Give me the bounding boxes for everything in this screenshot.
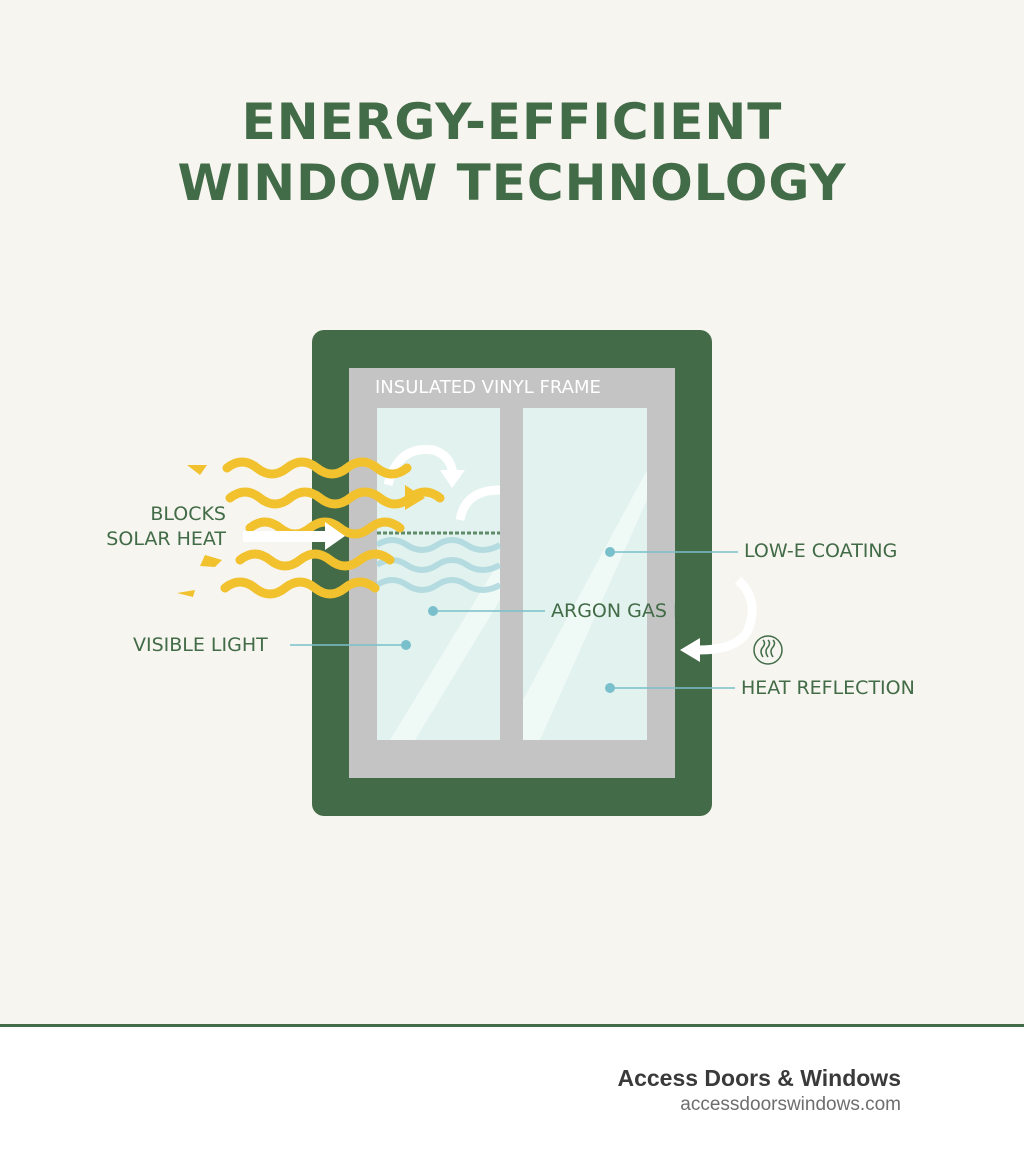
brand-name: Access Doors & Windows [617,1065,901,1091]
footer [0,1024,1024,1157]
label-heat-reflection: HEAT REFLECTION [741,677,915,699]
label-solar-line-2: SOLAR HEAT [106,528,226,550]
circulation-arrows [383,444,501,522]
label-low-e-coating: LOW-E COATING [744,540,898,562]
frame-label: INSULATED VINYL FRAME [375,377,601,398]
circulation-arrowhead [440,470,465,488]
heat-particles [177,465,222,597]
solar-arrow [243,522,345,550]
brand-url[interactable]: accessdoorswindows.com [680,1094,901,1115]
title-line-1: ENERGY-EFFICIENT [241,93,783,151]
glass-glare [390,470,647,740]
label-blocks-solar-heat: BLOCKS SOLAR HEAT [80,502,226,552]
argon-waves [375,537,502,593]
heat-arrowhead [405,485,425,510]
heat-icon [753,635,783,665]
heat-reflection-arrowhead [680,638,700,662]
callout-lines [290,551,738,689]
label-solar-line-1: BLOCKS [150,503,226,525]
heat-reflection-arrow [697,576,757,655]
callout-dots [401,547,615,693]
title-line-2: WINDOW TECHNOLOGY [177,154,847,212]
brand: Access Doors & Windows accessdoorswindow… [617,1065,901,1116]
label-visible-light: VISIBLE LIGHT [133,634,268,656]
label-argon-gas-fill: ARGON GAS FILL [551,600,711,622]
